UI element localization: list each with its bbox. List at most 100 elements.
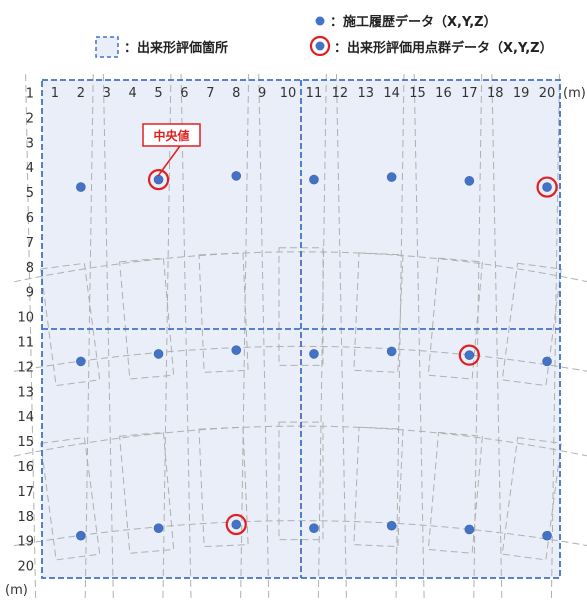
legend-area-label: ：出来形評価箇所 — [124, 40, 228, 56]
x-tick-label: 10 — [280, 86, 297, 101]
x-tick-label: 8 — [232, 86, 240, 101]
evaluation-point — [231, 519, 242, 530]
x-tick-label: 16 — [435, 86, 452, 101]
construction-history-point — [309, 523, 319, 534]
median-highlight-ring — [147, 169, 170, 191]
evaluation-area-2 — [301, 80, 560, 329]
y-tick-label: 17 — [17, 485, 34, 500]
construction-history-point — [153, 523, 164, 534]
y-tick-label: 10 — [17, 311, 34, 326]
y-tick-label: 4 — [26, 161, 34, 176]
construction-history-point — [464, 524, 475, 535]
y-tick-label: 7 — [26, 236, 34, 251]
evaluation-area-1 — [42, 80, 301, 329]
legend-history-label: ：施工履歴データ（X,Y,Z） — [330, 14, 497, 30]
x-tick-label: 3 — [103, 86, 111, 101]
x-tick-label: 19 — [513, 86, 530, 101]
y-tick-label: 12 — [17, 360, 34, 375]
callout-box — [142, 123, 201, 147]
legend-points-label: ：出来形評価用点群データ（X,Y,Z） — [334, 40, 553, 56]
evaluation-area-4 — [301, 329, 560, 578]
construction-history-point — [76, 530, 86, 541]
callout-leader — [157, 145, 181, 177]
evaluation-point — [153, 174, 164, 185]
x-tick-label: 7 — [206, 86, 214, 101]
x-tick-label: 14 — [383, 86, 400, 101]
x-axis-unit: (m) — [563, 86, 586, 101]
y-tick-label: 14 — [17, 410, 34, 425]
data-points — [76, 169, 558, 541]
construction-history-point — [386, 346, 397, 357]
y-tick-label: 5 — [26, 186, 34, 201]
evaluation-point — [542, 182, 552, 192]
construction-history-point — [76, 356, 86, 367]
x-tick-label: 6 — [180, 86, 188, 101]
x-tick-label: 11 — [306, 86, 323, 101]
y-tick-label: 11 — [17, 335, 34, 350]
y-tick-label: 19 — [17, 535, 34, 550]
y-tick-label: 3 — [26, 136, 34, 151]
construction-history-point — [309, 174, 319, 185]
median-highlight-ring — [458, 344, 480, 366]
x-tick-label: 13 — [357, 86, 374, 101]
trace-footprint — [427, 257, 483, 380]
evaluation-point — [464, 350, 475, 360]
x-tick-label: 12 — [332, 86, 349, 101]
construction-history-point — [76, 182, 86, 192]
median-highlight-ring — [225, 513, 247, 536]
legend: ：施工履歴データ（X,Y,Z） ：出来形評価箇所 ：出来形評価用点群データ（X,… — [95, 14, 553, 58]
y-tick-label: 20 — [17, 560, 34, 575]
x-tick-label: 17 — [461, 86, 478, 101]
median-callout: 中央値 — [142, 123, 201, 177]
trace-footprint — [119, 257, 175, 380]
construction-history-point — [386, 520, 397, 531]
trace-footprint — [198, 252, 249, 373]
construction-history-point — [464, 176, 475, 186]
construction-history-point — [542, 530, 552, 541]
x-tick-label: 4 — [129, 86, 137, 101]
construction-history-point — [153, 349, 164, 359]
callout-label: 中央値 — [153, 128, 189, 143]
x-tick-label: 1 — [51, 86, 59, 101]
trace-footprint — [40, 437, 101, 561]
x-tick-label: 20 — [539, 86, 556, 101]
y-tick-label: 8 — [26, 261, 34, 276]
evaluation-marker-icon — [315, 41, 325, 51]
trace-arc-bottom-2 — [13, 520, 587, 547]
construction-history-point — [386, 172, 397, 182]
area-dividers — [41, 79, 561, 579]
construction-history-point — [231, 171, 242, 181]
evaluation-area-3 — [42, 329, 301, 578]
y-tick-label: 18 — [17, 510, 34, 525]
y-axis-unit: (m) — [5, 583, 28, 598]
evaluation-area-swatch-icon — [95, 36, 119, 58]
x-tick-label: 2 — [77, 86, 85, 101]
trace-footprint — [501, 262, 562, 387]
trace-footprint — [353, 252, 404, 373]
y-tick-label: 1 — [26, 86, 34, 101]
evaluation-areas — [42, 80, 560, 578]
x-tick-label: 18 — [487, 86, 504, 101]
trace-footprint — [198, 426, 249, 548]
median-highlight-ring — [536, 176, 558, 198]
trace-footprint — [353, 426, 404, 548]
construction-history-point — [309, 349, 319, 359]
y-tick-label: 13 — [17, 385, 34, 400]
y-tick-label: 15 — [17, 435, 34, 450]
x-tick-label: 15 — [409, 86, 426, 101]
x-tick-label: 5 — [154, 86, 162, 101]
y-tick-label: 16 — [17, 460, 34, 475]
x-tick-label: 9 — [258, 86, 266, 101]
history-marker-icon — [315, 16, 325, 26]
trace-footprint — [427, 431, 483, 554]
trace-footprint — [119, 431, 175, 554]
trace-footprint — [501, 437, 562, 561]
y-tick-label: 6 — [26, 211, 34, 226]
construction-history-point — [231, 345, 242, 355]
y-tick-label: 2 — [26, 111, 34, 126]
trace-footprint — [40, 262, 101, 387]
construction-history-point — [542, 356, 552, 367]
